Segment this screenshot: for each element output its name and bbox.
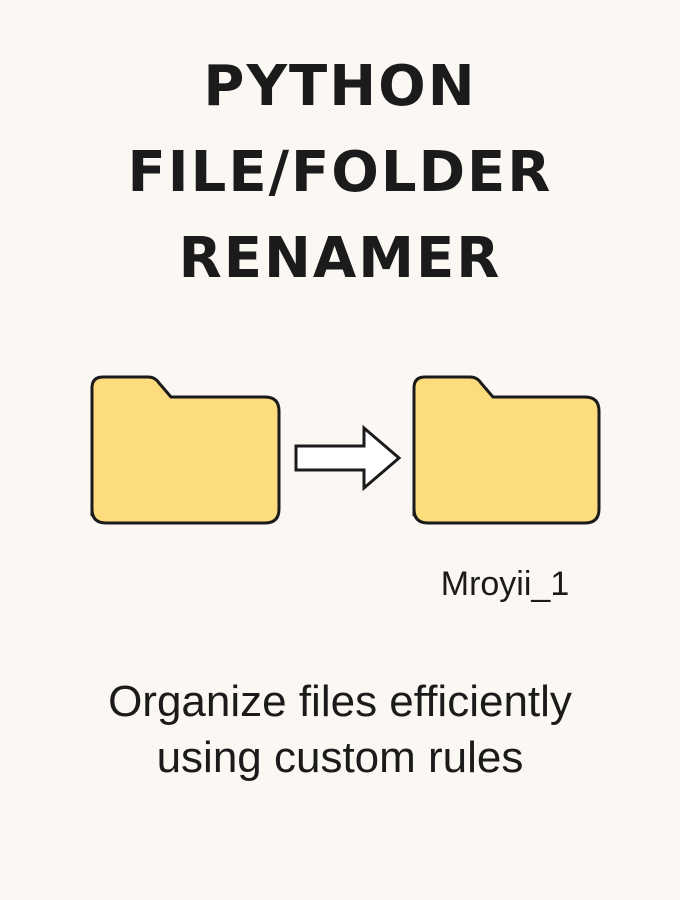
renamed-folder-label: Mroyii_1 bbox=[440, 565, 570, 603]
title-line: PYTHON bbox=[203, 54, 477, 119]
title-line: RENAMER bbox=[178, 226, 502, 291]
source-folder-icon bbox=[90, 375, 281, 525]
target-folder-icon bbox=[412, 375, 601, 525]
tagline-line: Organize files efficiently bbox=[108, 677, 572, 726]
right-arrow-icon bbox=[294, 424, 402, 492]
tagline: Organize files efficiently using custom … bbox=[0, 674, 680, 786]
title-line: FILE/FOLDER bbox=[127, 140, 553, 205]
tagline-line: using custom rules bbox=[156, 733, 524, 782]
page-title: PYTHON FILE/FOLDER RENAMER bbox=[0, 44, 680, 302]
rename-illustration bbox=[90, 375, 601, 525]
